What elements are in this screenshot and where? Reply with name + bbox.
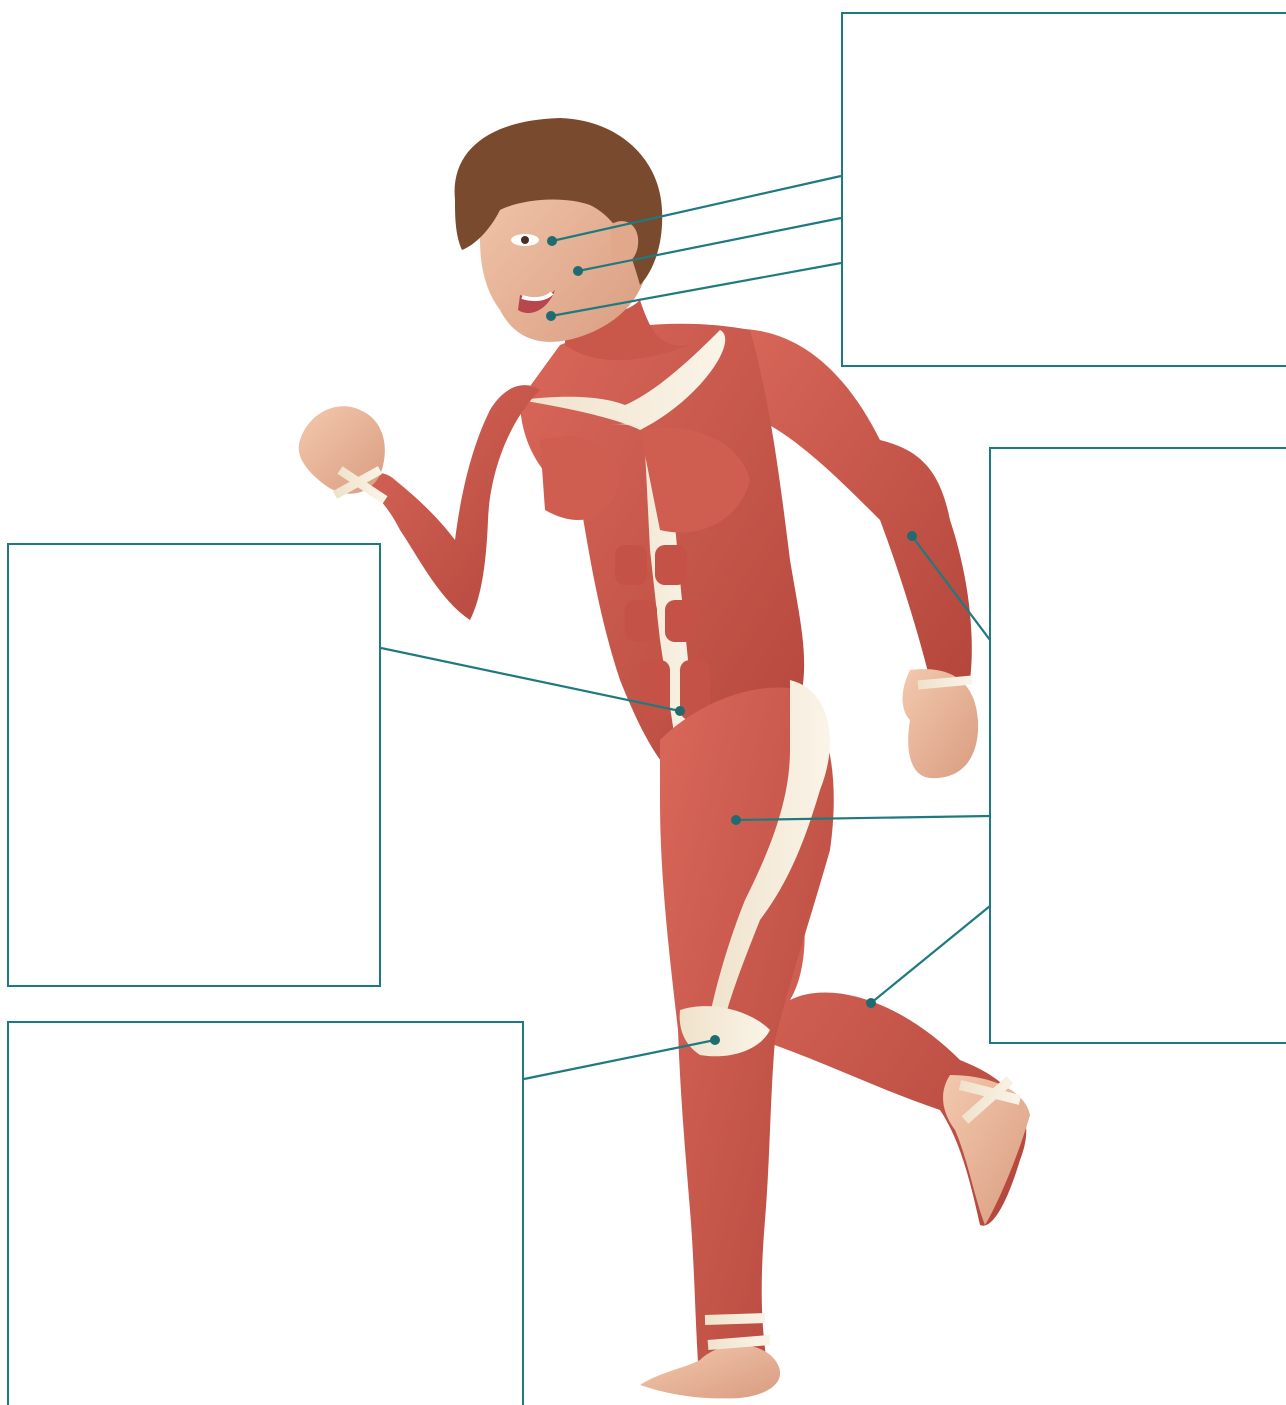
pointer-dot-abdomen <box>675 706 685 716</box>
head <box>455 118 690 360</box>
pointer-dot-knee <box>710 1035 720 1045</box>
label-box-knee[interactable] <box>7 1021 524 1405</box>
front-foot <box>640 1345 780 1398</box>
pointer-dot-eye <box>547 236 557 246</box>
iris <box>521 236 529 244</box>
ab-segment <box>640 660 670 720</box>
label-box-limbs-right-text <box>991 449 1286 473</box>
pointer-dot-cheek <box>573 266 583 276</box>
pointer-dot-mouth <box>546 311 556 321</box>
leader-line-calf <box>871 906 990 1003</box>
ab-segment <box>655 545 687 585</box>
ab-segment <box>615 545 647 585</box>
label-box-abdomen[interactable] <box>7 543 381 987</box>
pointer-dot-thigh <box>731 815 741 825</box>
pointer-dot-forearm <box>907 531 917 541</box>
label-box-face-text <box>843 14 1286 38</box>
label-box-abdomen-text <box>9 545 379 569</box>
label-box-knee-text <box>9 1023 522 1047</box>
label-box-face[interactable] <box>841 12 1286 367</box>
ab-segment <box>625 600 657 642</box>
ab-segment <box>665 600 697 642</box>
front-fist <box>299 406 385 493</box>
label-box-limbs-right[interactable] <box>989 447 1286 1044</box>
back-wrist-tendon <box>918 680 972 685</box>
pointer-dot-calf <box>866 998 876 1008</box>
